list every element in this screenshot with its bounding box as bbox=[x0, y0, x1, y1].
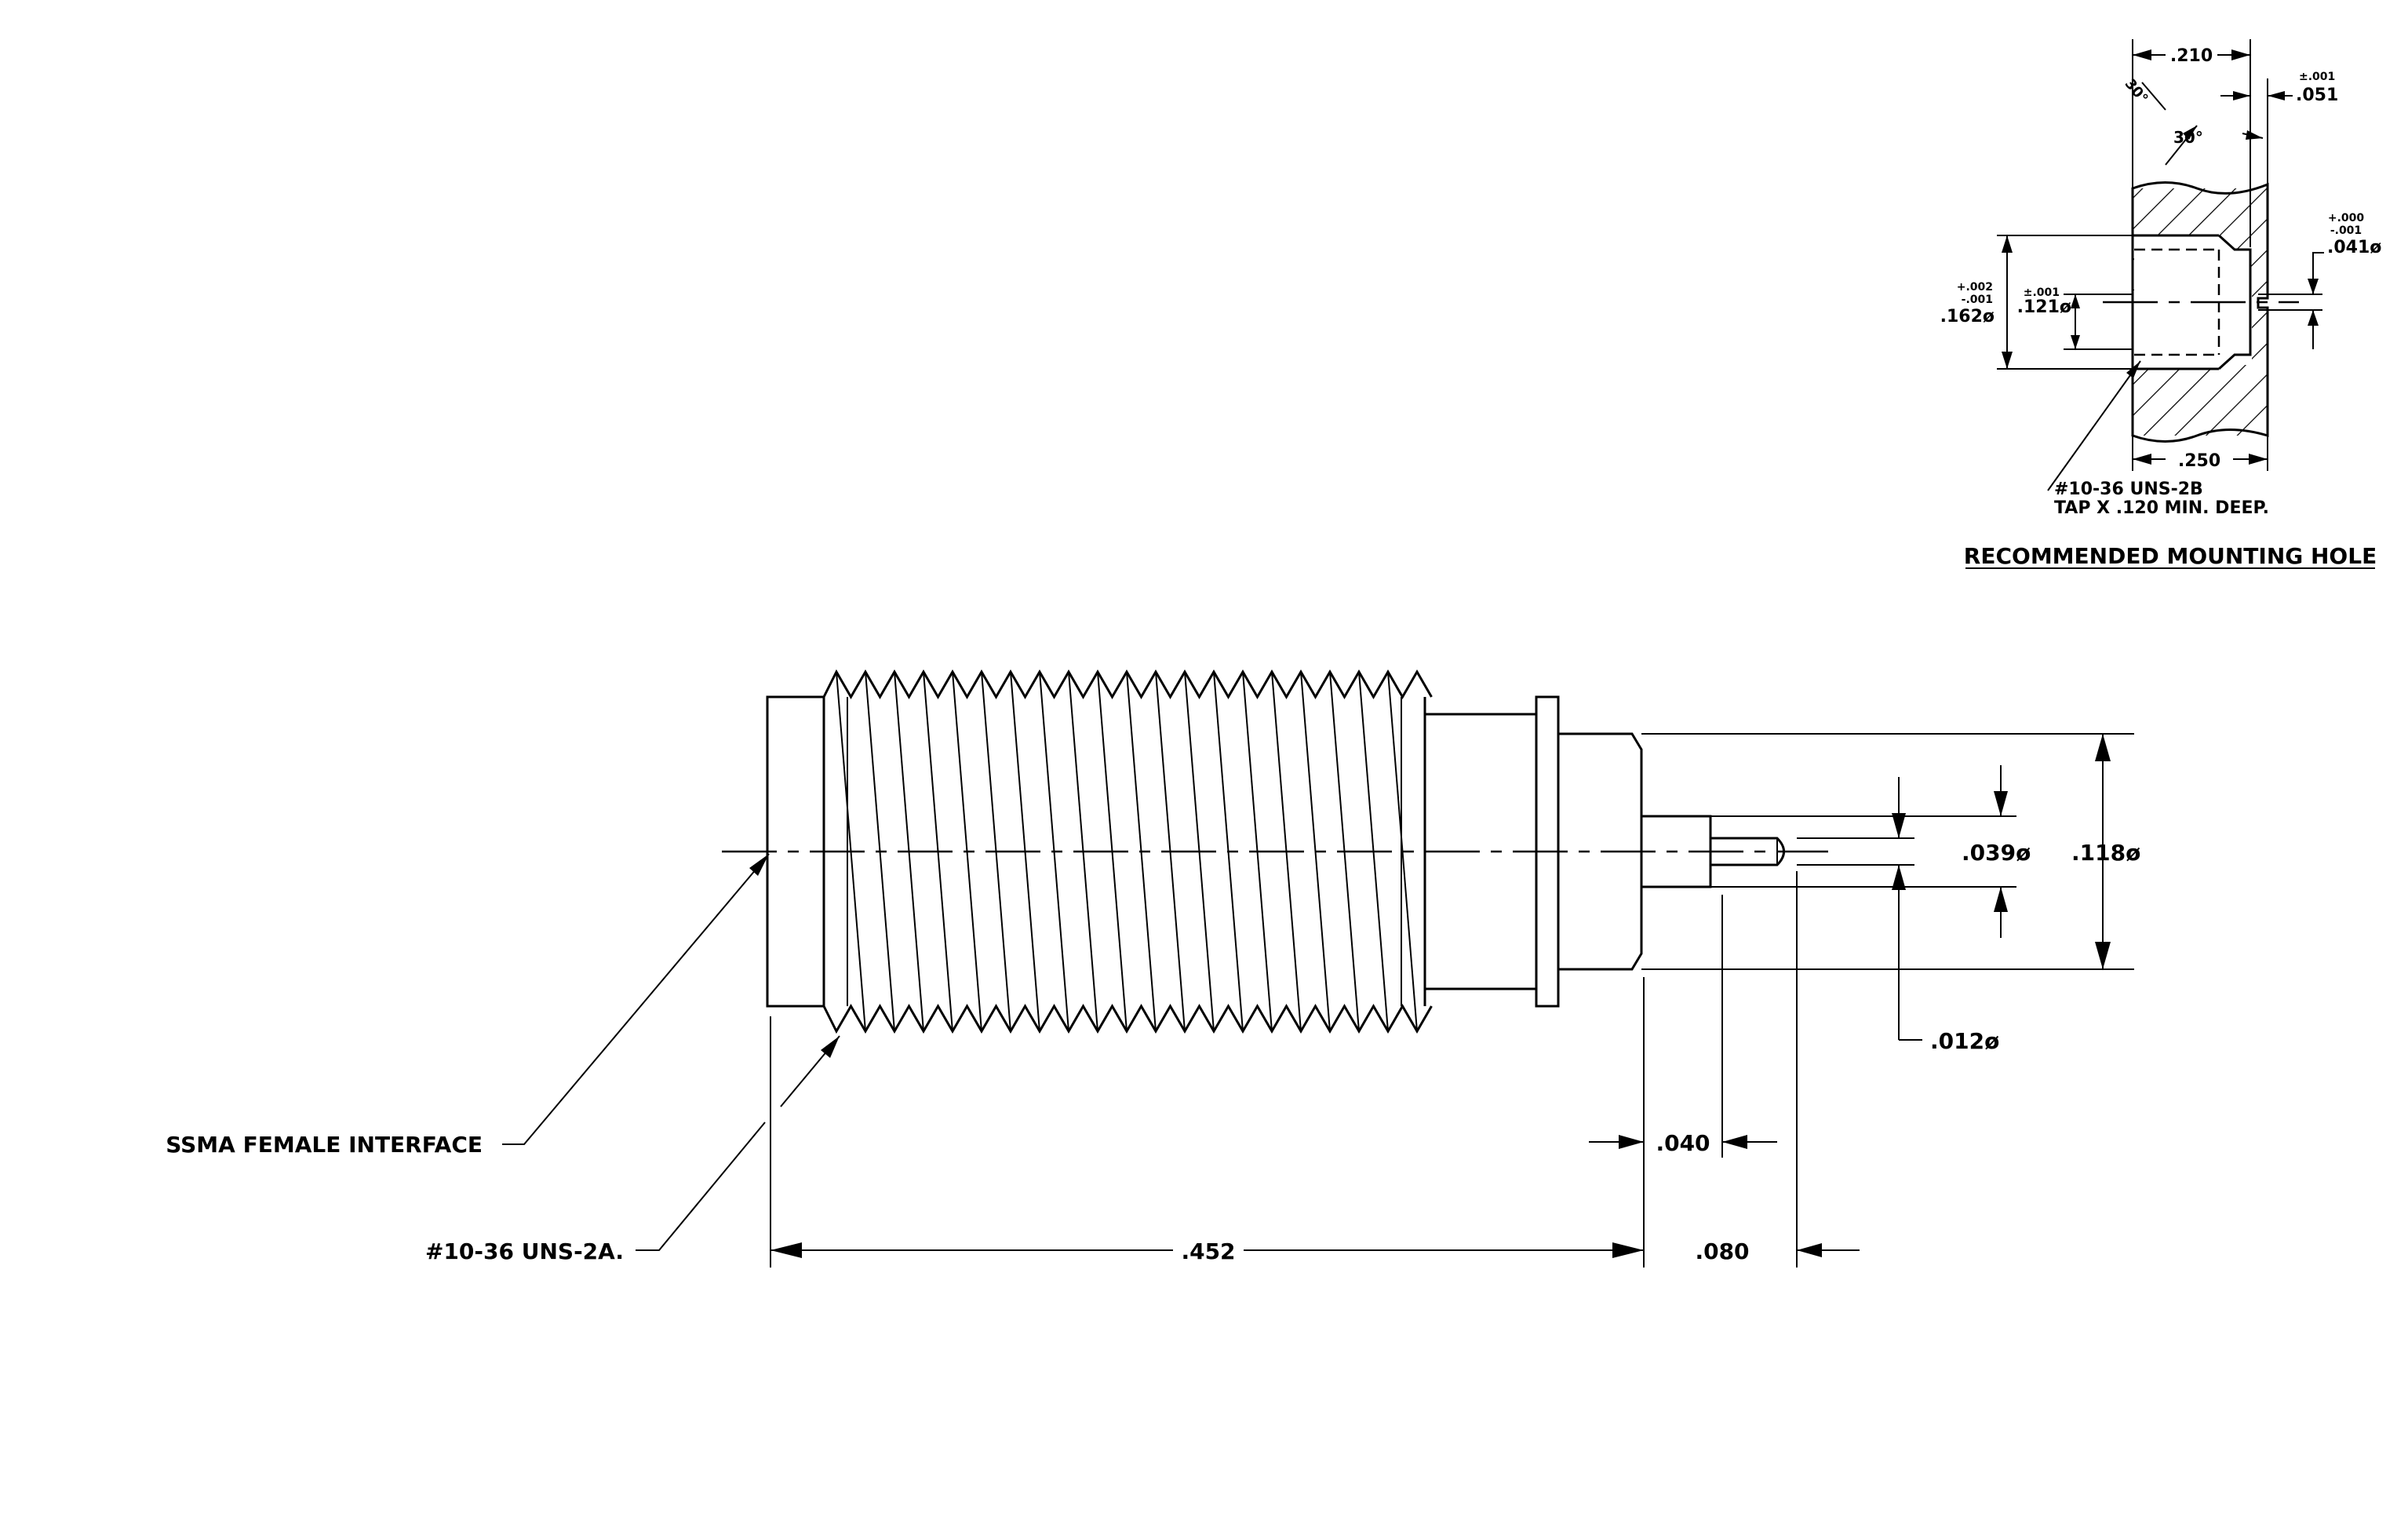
thread-spec-label: #10-36 UNS-2A. bbox=[425, 1238, 624, 1264]
bore-diameter-dim: .041ø bbox=[2327, 238, 2381, 257]
pin-diameter-dim: .039ø bbox=[1962, 840, 2031, 866]
mounting-hole-detail bbox=[1965, 39, 2375, 569]
width-top-dim: .210 bbox=[2170, 46, 2213, 66]
thread-flank-line bbox=[1387, 671, 1418, 1032]
ssma-interface-label: SSMA FEMALE INTERFACE bbox=[166, 1132, 483, 1158]
inner-diameter-dim: .121ø bbox=[2017, 297, 2071, 317]
tip-diameter-dim: .012ø bbox=[1930, 1028, 1999, 1054]
mounting-hole-title: RECOMMENDED MOUNTING HOLE bbox=[1964, 543, 2377, 569]
outer-tolerance-plus: +.002 bbox=[1957, 281, 1993, 294]
chamfer-angle-large: 30° bbox=[2173, 128, 2203, 147]
width-bottom-dim: .250 bbox=[2178, 451, 2220, 471]
overall-length-dim: .452 bbox=[1181, 1238, 1235, 1264]
main-view-text: SSMA FEMALE INTERFACE #10-36 UNS-2A. .45… bbox=[166, 840, 2140, 1264]
outer-tolerance-minus: -.001 bbox=[1962, 294, 1993, 306]
bore-tolerance-minus: -.001 bbox=[2330, 224, 2362, 237]
main-dimension-geometry bbox=[502, 733, 2134, 1268]
thread-note-line-2: TAP X .120 MIN. DEEP. bbox=[2054, 498, 2269, 518]
shoulder-length-dim: .040 bbox=[1656, 1130, 1710, 1156]
thread-crest-bottom bbox=[822, 1004, 1433, 1034]
step-dim: .051 bbox=[2296, 86, 2338, 105]
chamfer-angle-small: 30° bbox=[2122, 76, 2151, 108]
bore-tolerance-plus: +.000 bbox=[2328, 212, 2365, 224]
thread-note-line-1: #10-36 UNS-2B bbox=[2054, 480, 2203, 499]
pin-extension-dim: .080 bbox=[1695, 1238, 1749, 1264]
step-tolerance: ±.001 bbox=[2299, 71, 2335, 83]
inner-tolerance: ±.001 bbox=[2024, 286, 2060, 299]
connector-body bbox=[722, 669, 1828, 1034]
outer-diameter-dim: .162ø bbox=[1940, 307, 1995, 326]
outer-diameter-dim: .118ø bbox=[2071, 840, 2140, 866]
mounting-hole-text: .210 ±.001 .051 30° 30° +.000 -.001 .041… bbox=[1940, 46, 2382, 569]
